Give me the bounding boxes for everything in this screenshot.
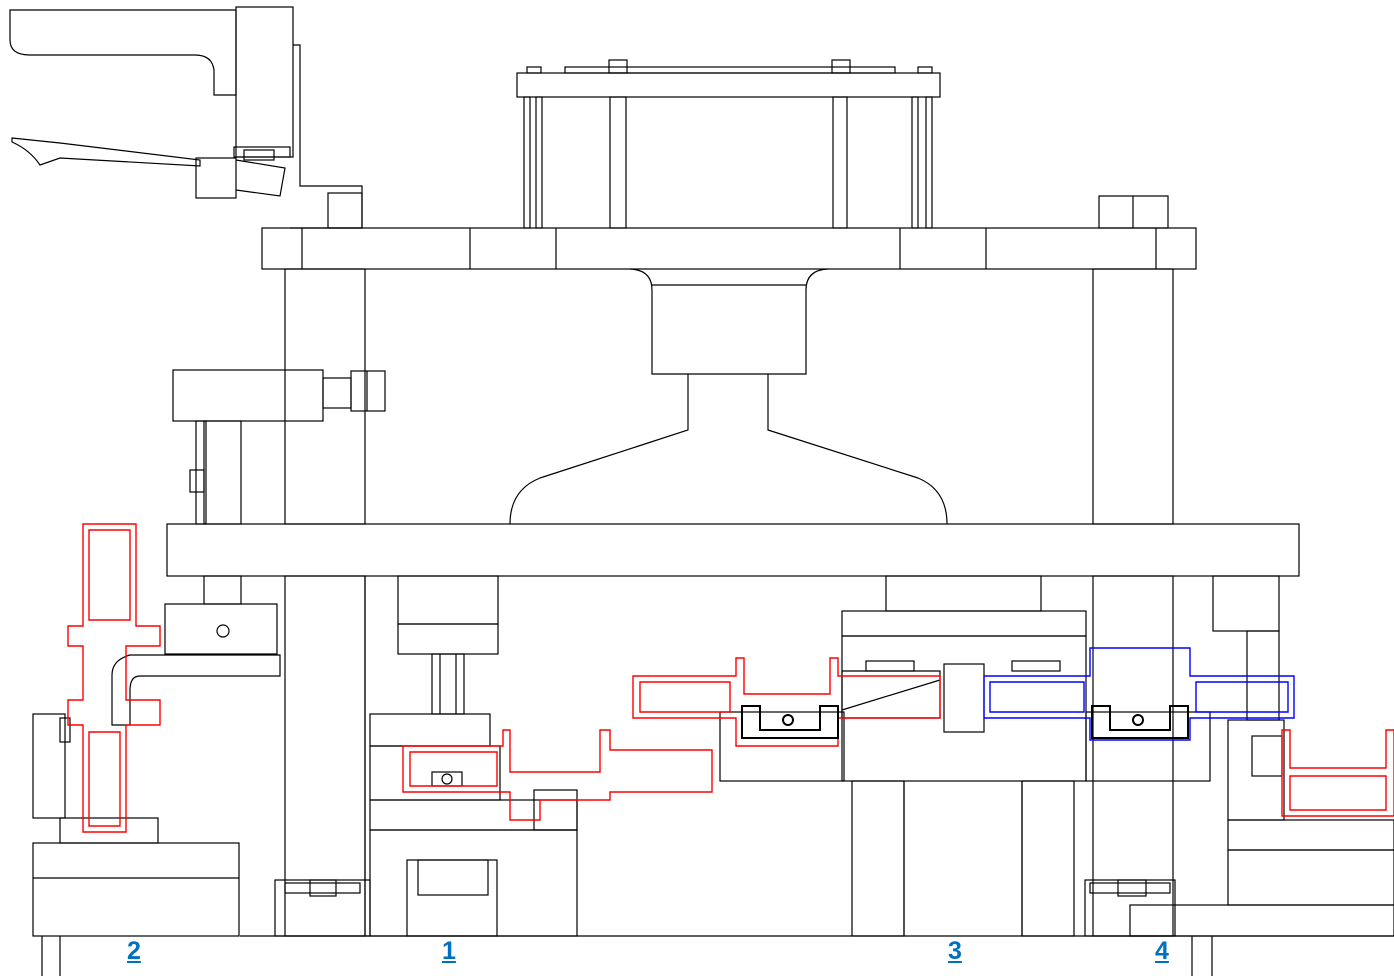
- profile-station-4: [1281, 729, 1394, 817]
- station-label-1[interactable]: 1: [442, 937, 456, 965]
- lower-beam: [166, 523, 1300, 577]
- central-ram: [509, 268, 948, 525]
- profile-station-3: [632, 657, 941, 747]
- station-label-4[interactable]: 4: [1155, 937, 1169, 965]
- side-cylinder: [172, 369, 386, 525]
- station-2-fixture: [32, 575, 281, 976]
- clamp-jaw-left: [741, 705, 839, 739]
- clamp-pin-station-4: [1132, 714, 1144, 726]
- base-rails: [240, 879, 1394, 937]
- upper-beam: [261, 195, 1197, 270]
- station-4-fixture: [1129, 575, 1394, 976]
- top-press: [516, 59, 941, 229]
- upper-gripper-arm: [9, 6, 363, 229]
- profile-blue-station-3: [983, 647, 1295, 741]
- station-1-fixture: [369, 575, 578, 937]
- clamp-jaw-right: [1091, 705, 1189, 739]
- profile-left-vertical: [67, 523, 161, 833]
- profile-station-1: [402, 729, 713, 821]
- columns: [284, 268, 1174, 937]
- station-label-3[interactable]: 3: [948, 937, 962, 965]
- clamp-pin-station-3: [782, 714, 794, 726]
- station-label-2[interactable]: 2: [127, 937, 141, 965]
- station-3-fixture: [719, 575, 1211, 937]
